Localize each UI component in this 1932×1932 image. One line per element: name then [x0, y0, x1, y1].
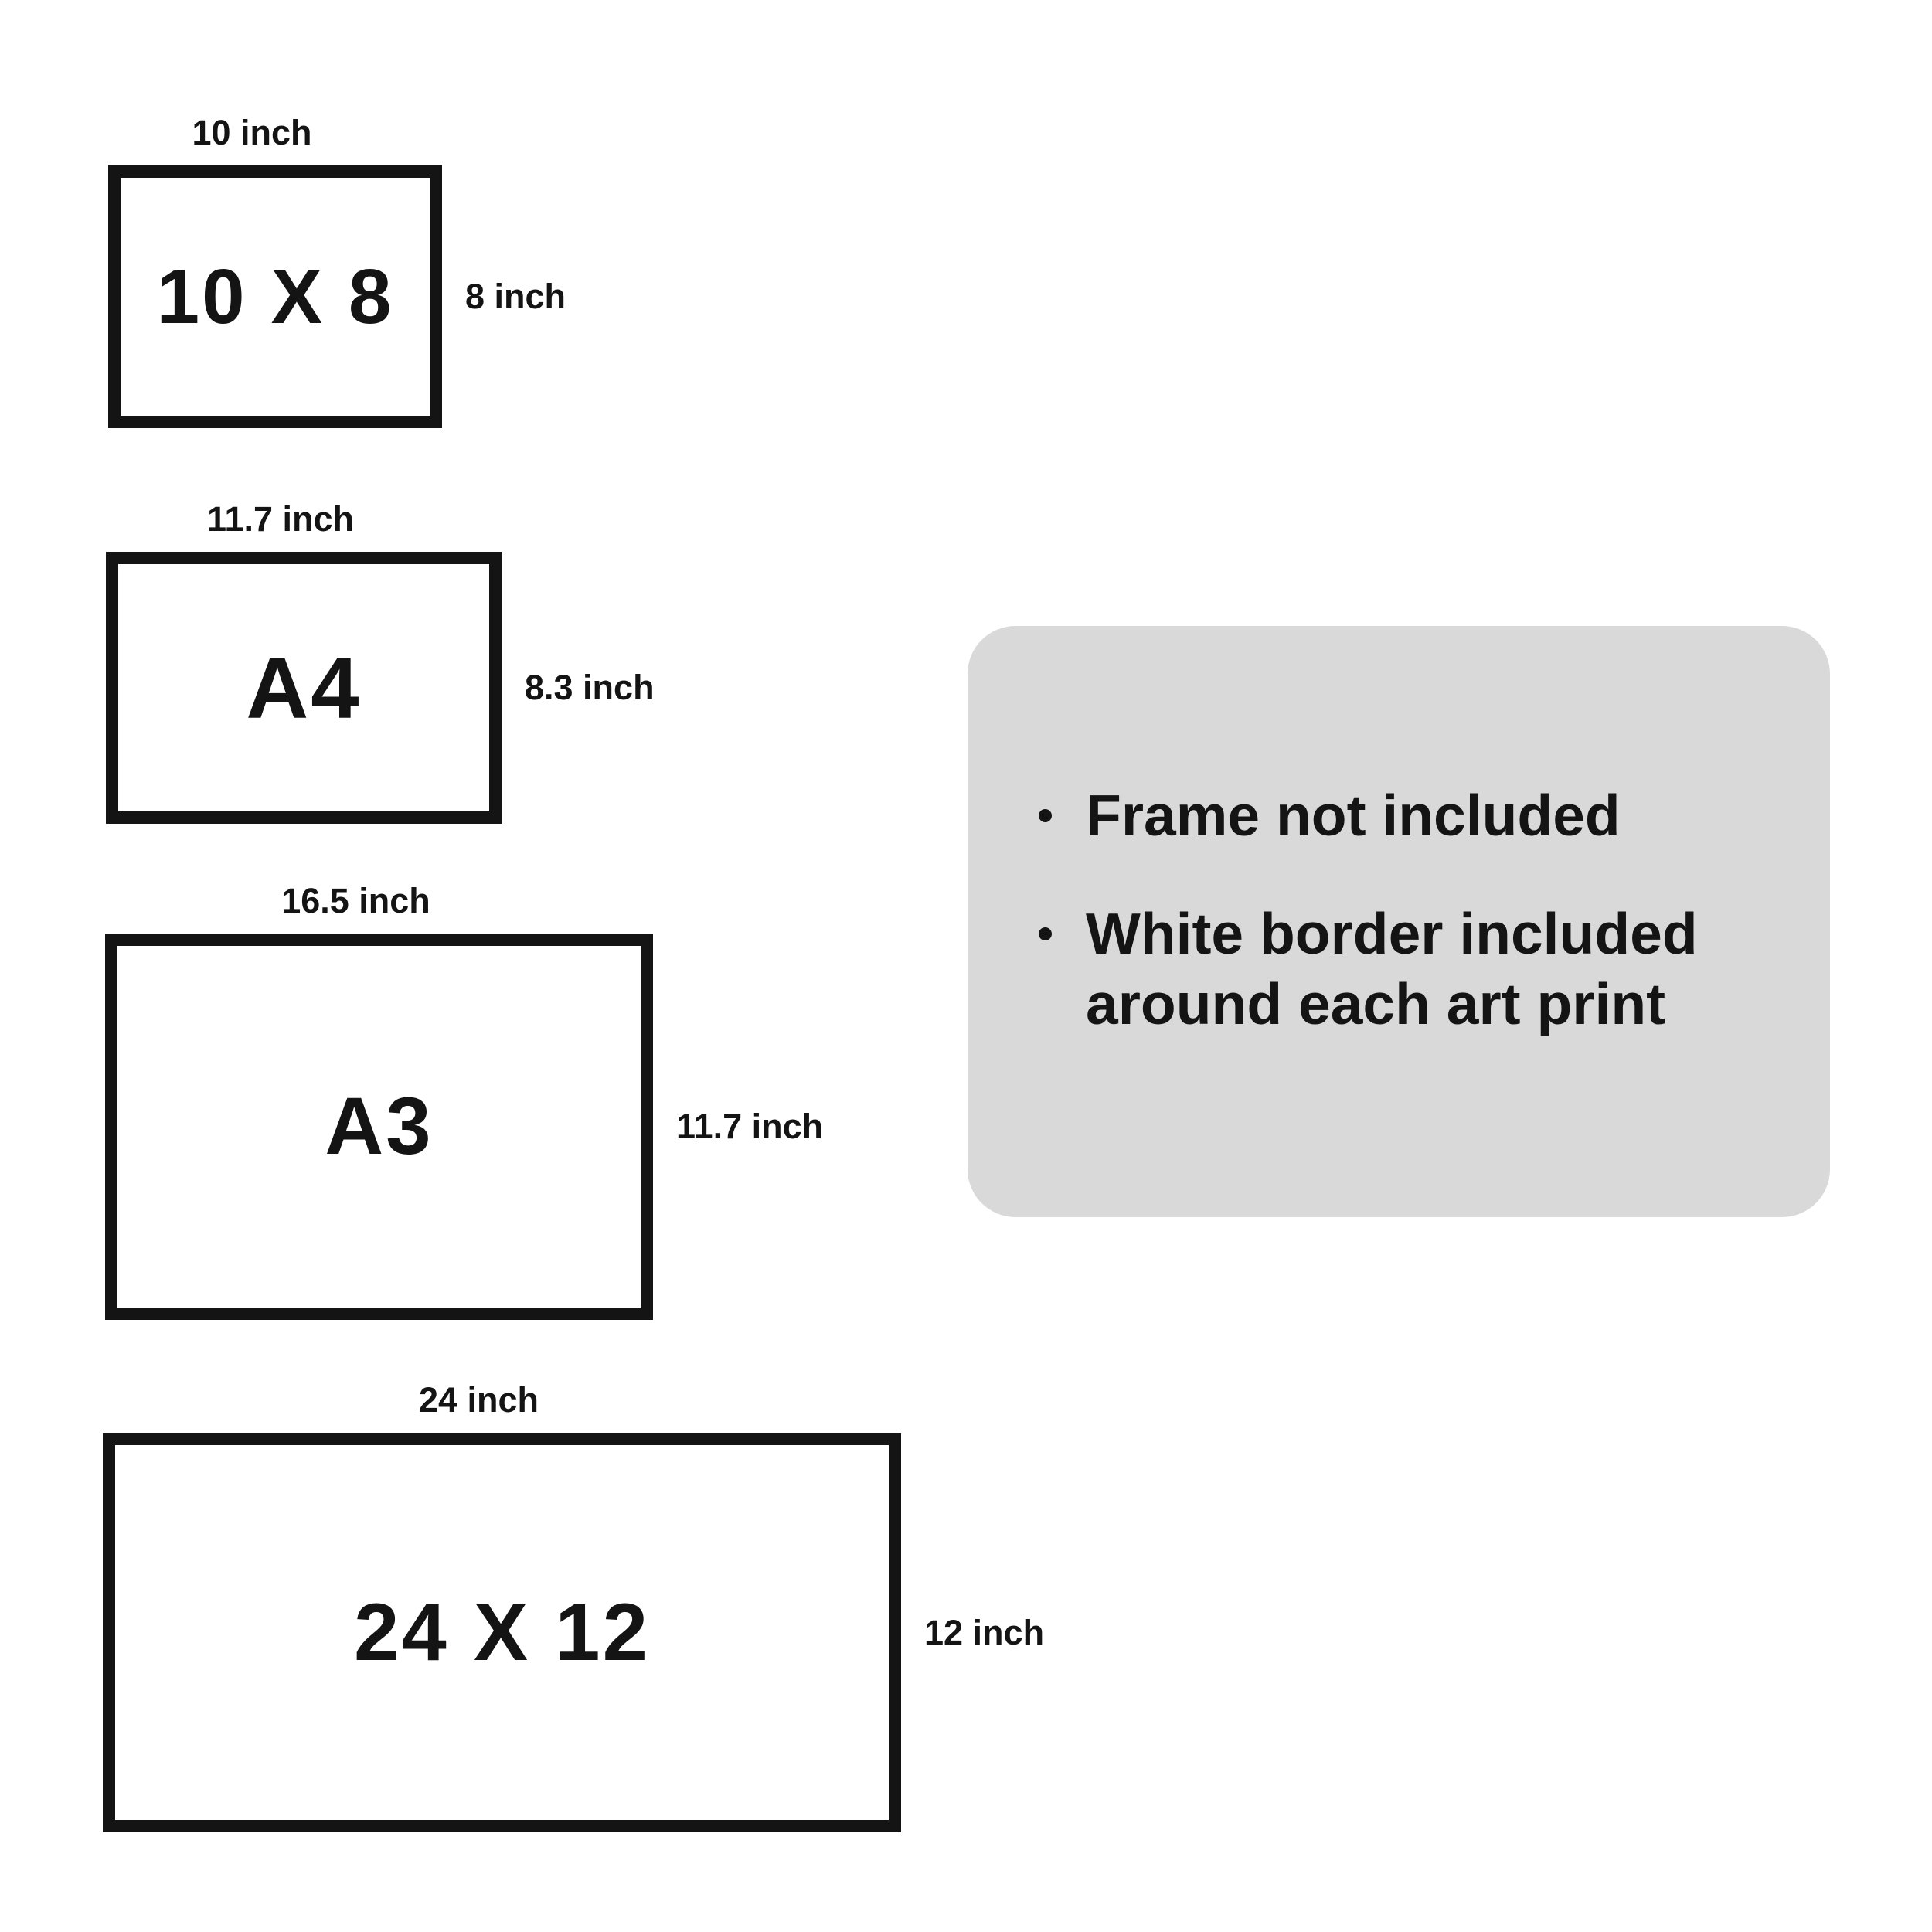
size-figure-24x12: 24 inch 24 X 12 12 inch [103, 1380, 1044, 1832]
size-figure-10x8: 10 inch 10 X 8 8 inch [108, 113, 566, 428]
size-box-label: 24 X 12 [354, 1587, 650, 1678]
height-label: 8 inch [465, 277, 566, 316]
note-text: Frame not included [1086, 783, 1621, 848]
height-label: 11.7 inch [676, 1107, 824, 1146]
height-label: 8.3 inch [525, 668, 655, 707]
note-item: White border included around each art pr… [1039, 899, 1784, 1039]
size-box-label: A4 [246, 639, 362, 736]
size-figure-a3: 16.5 inch A3 11.7 inch [105, 881, 823, 1320]
height-label: 12 inch [924, 1612, 1045, 1652]
width-label: 10 inch [192, 113, 312, 152]
size-box-label: A3 [325, 1081, 434, 1172]
size-box: 24 X 12 [103, 1433, 901, 1832]
size-box: A3 [105, 934, 653, 1320]
note-item: Frame not included [1039, 781, 1784, 851]
size-box: A4 [106, 552, 502, 824]
bullet-dot-icon [1039, 809, 1052, 822]
notes-panel: Frame not included White border included… [968, 626, 1830, 1217]
width-label: 16.5 inch [281, 881, 430, 920]
bullet-dot-icon [1039, 927, 1052, 940]
note-text: White border included around each art pr… [1086, 900, 1698, 1036]
width-label: 11.7 inch [206, 499, 355, 539]
size-box: 10 X 8 [108, 165, 442, 428]
width-label: 24 inch [418, 1380, 539, 1420]
size-box-label: 10 X 8 [156, 253, 394, 340]
size-figure-a4: 11.7 inch A4 8.3 inch [106, 499, 655, 824]
